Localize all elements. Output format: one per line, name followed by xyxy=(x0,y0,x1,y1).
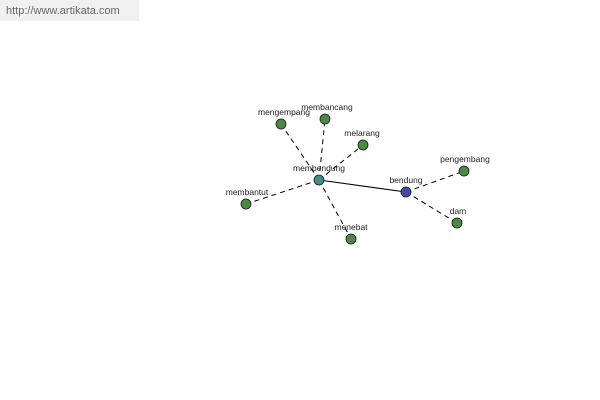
node-mengempang[interactable]: mengempang xyxy=(258,107,310,130)
edge-membendung-membancang xyxy=(318,118,326,181)
node-melarang[interactable]: melarang xyxy=(344,128,380,151)
node-membancang[interactable]: membancang xyxy=(301,102,353,125)
node-circle-membendung[interactable] xyxy=(313,174,325,186)
node-circle-membancang[interactable] xyxy=(319,113,331,125)
node-circle-menebat[interactable] xyxy=(345,233,357,245)
node-dam[interactable]: dam xyxy=(450,206,467,229)
node-label-mengempang: mengempang xyxy=(258,107,310,117)
edge-membendung-melarang xyxy=(318,144,364,181)
node-bendung[interactable]: bendung xyxy=(389,175,423,198)
node-label-melarang: melarang xyxy=(344,128,380,138)
node-circle-dam[interactable] xyxy=(451,217,463,229)
edge-membendung-menebat xyxy=(318,179,352,240)
edge-bendung-dam xyxy=(405,191,458,224)
node-label-bendung: bendung xyxy=(389,175,422,185)
edge-membendung-bendung xyxy=(318,179,407,193)
graph-edges xyxy=(245,118,465,240)
node-pengembang[interactable]: pengembang xyxy=(440,154,490,177)
source-link[interactable]: http://www.artikata.com xyxy=(6,5,120,17)
node-circle-bendung[interactable] xyxy=(400,186,412,198)
node-menebat[interactable]: menebat xyxy=(334,222,368,245)
node-label-menebat: menebat xyxy=(334,222,368,232)
source-banner: http://www.artikata.com xyxy=(0,0,139,21)
node-circle-pengembang[interactable] xyxy=(458,165,470,177)
edge-bendung-pengembang xyxy=(405,170,465,193)
node-circle-membantut[interactable] xyxy=(240,198,252,210)
node-label-membantut: membantut xyxy=(226,187,269,197)
edge-membendung-membantut xyxy=(245,179,320,205)
node-circle-melarang[interactable] xyxy=(357,139,369,151)
node-membantut[interactable]: membantut xyxy=(226,187,269,210)
node-label-membendung: membendung xyxy=(293,163,345,173)
edge-membendung-mengempang xyxy=(280,123,320,181)
node-membendung[interactable]: membendung xyxy=(293,163,345,186)
node-label-dam: dam xyxy=(450,206,467,216)
node-label-membancang: membancang xyxy=(301,102,353,112)
node-circle-mengempang[interactable] xyxy=(275,118,287,130)
node-label-pengembang: pengembang xyxy=(440,154,490,164)
